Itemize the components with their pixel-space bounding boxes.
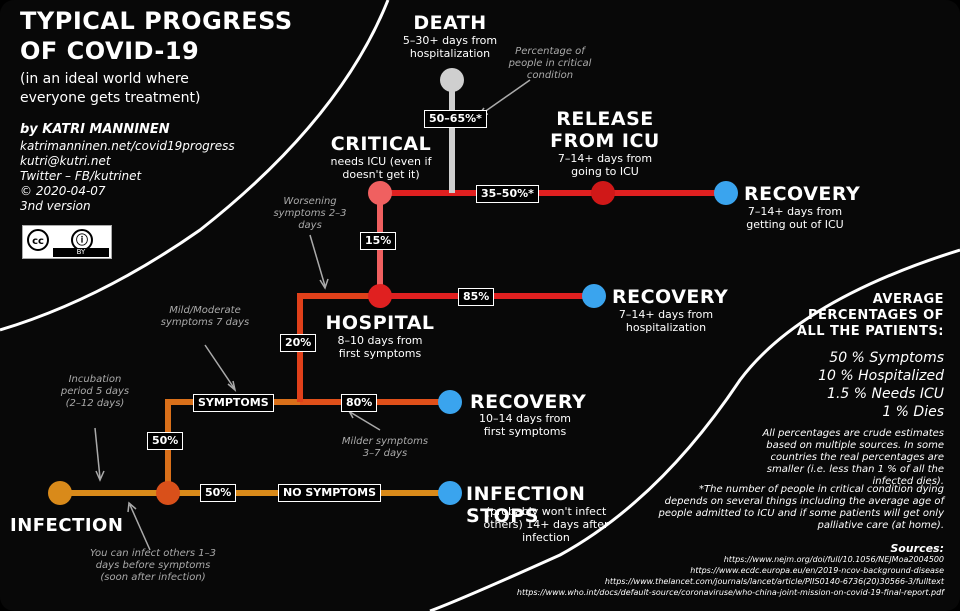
source-link[interactable]: https://www.ecdc.europa.eu/en/2019-ncov-… — [690, 566, 944, 575]
recovery-icu-title: RECOVERY — [744, 183, 861, 205]
author-date: © 2020-04-07 — [20, 184, 106, 198]
percentage-critical-note: Percentage of people in critical conditi… — [508, 46, 592, 81]
infect-arrow — [129, 504, 151, 551]
average-item: 1 % Dies — [882, 404, 944, 420]
top-left-curve — [0, 0, 390, 332]
release-icu-sub: 7–14+ days from going to ICU — [557, 152, 653, 178]
hospital-sub: 8–10 days from first symptoms — [337, 334, 423, 360]
worsening-note: Worsening symptoms 2–3 days — [273, 196, 347, 231]
author-site: katrimanninen.net/covid19progress — [20, 139, 235, 153]
critical-title: CRITICAL — [330, 133, 432, 155]
critical-node — [368, 181, 392, 205]
no-symptoms-pct-box: 50% — [200, 484, 237, 502]
cc-license-badge: cc ⓘ BY — [22, 225, 112, 259]
milder-arrow — [349, 411, 381, 431]
footnote-text: *The number of people in critical condit… — [658, 484, 944, 531]
recovery-mild-node — [438, 390, 462, 414]
source-link[interactable]: https://www.who.int/docs/default-source/… — [516, 588, 944, 597]
milder-note: Milder symptoms 3–7 days — [341, 436, 429, 459]
mild-moderate-note: Mild/Moderate symptoms 7 days — [160, 305, 250, 328]
incubation-note: Incubation period 5 days (2–12 days) — [60, 374, 130, 409]
percentage-arrow — [479, 79, 531, 116]
symptoms-branch — [165, 399, 300, 493]
sources-title: Sources: — [890, 542, 944, 555]
hospital-recovery-pct-box: 85% — [458, 288, 495, 306]
recovery-mild-sub: 10–14 days from first symptoms — [478, 412, 572, 438]
recovery-hospital-node — [582, 284, 606, 308]
infection-stops-sub: (probably won't infect others) 14+ days … — [483, 505, 609, 544]
critical-sub: needs ICU (even if doesn't get it) — [330, 155, 432, 181]
average-item: 10 % Hospitalized — [818, 368, 944, 384]
recovery-hospital-title: RECOVERY — [612, 286, 729, 308]
death-node — [440, 68, 464, 92]
worsening-arrow — [309, 234, 326, 287]
no-symptoms-box: NO SYMPTOMS — [278, 484, 382, 502]
title-line-1: TYPICAL PROGRESS — [20, 7, 293, 35]
split-node — [156, 481, 180, 505]
author-email: kutri@kutri.net — [20, 154, 111, 168]
subtitle: (in an ideal world where everyone gets t… — [20, 71, 201, 106]
infection-title: INFECTION — [10, 515, 124, 536]
bottom-right-curve — [429, 248, 960, 611]
author-social: Twitter – FB/kutrinet — [20, 169, 142, 183]
infection-stops-title: INFECTION STOPS — [466, 483, 586, 527]
author-version: 3nd version — [20, 199, 91, 213]
death-pct-box: 50–65%* — [424, 110, 487, 128]
recovery-icu-sub: 7–14+ days from getting out of ICU — [746, 205, 844, 231]
icu-release-pct-box: 35–50%* — [476, 185, 539, 203]
hospital-branch — [297, 293, 380, 402]
infection-stops-node — [438, 481, 462, 505]
symptoms-box: SYMPTOMS — [193, 394, 274, 412]
death-title: DEATH — [413, 12, 487, 34]
critical-pct-box: 15% — [360, 232, 397, 250]
recovery-hospital-sub: 7–14+ days from hospitalization — [618, 308, 714, 334]
release-icu-node — [591, 181, 615, 205]
by-label: BY — [53, 248, 109, 257]
average-item: 1.5 % Needs ICU — [827, 386, 944, 402]
hospital-title: HOSPITAL — [325, 312, 435, 334]
average-item: 50 % Symptoms — [829, 350, 944, 366]
incubation-arrow — [94, 427, 101, 479]
release-icu-title: RELEASE FROM ICU — [550, 108, 660, 152]
title-line-2: OF COVID-19 — [20, 37, 200, 65]
source-link[interactable]: https://www.nejm.org/doi/full/10.1056/NE… — [723, 555, 944, 564]
hospital-pct-box: 20% — [280, 334, 317, 352]
infection-node — [48, 481, 72, 505]
recovery-mild-title: RECOVERY — [470, 391, 587, 413]
author-name: by KATRI MANNINEN — [20, 122, 170, 137]
recovery-icu-node — [714, 181, 738, 205]
averages-title: AVERAGE PERCENTAGES OF ALL THE PATIENTS: — [796, 292, 944, 339]
mild-moderate-arrow — [204, 344, 235, 389]
cc-icon: cc — [27, 229, 49, 251]
death-sub: 5–30+ days from hospitalization — [402, 34, 498, 60]
hospital-node — [368, 284, 392, 308]
mild-pct-box: 80% — [341, 394, 378, 412]
infection-note: You can infect others 1–3 days before sy… — [90, 548, 216, 583]
source-link[interactable]: https://www.thelancet.com/journals/lance… — [604, 577, 944, 586]
symptoms-pct-box: 50% — [147, 432, 184, 450]
disclaimer-text: All percentages are crude estimates base… — [762, 428, 944, 487]
